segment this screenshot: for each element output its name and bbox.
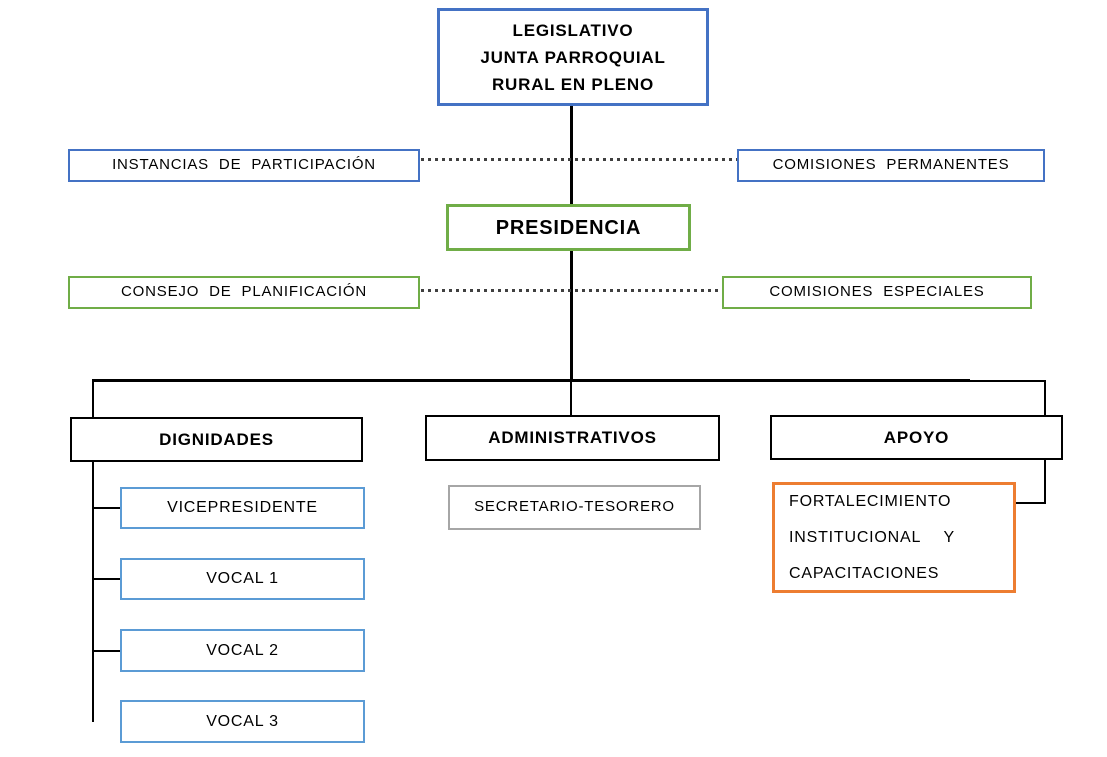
node-consejo-de-planificacion: CONSEJO DE PLANIFICACIÓN [68,276,420,309]
node-secretario-tesorero: SECRETARIO-TESORERO [448,485,701,530]
node-dignidades: DIGNIDADES [70,417,363,462]
node-vicepresidente: VICEPRESIDENTE [120,487,365,529]
connector-drop-administrativos [570,379,572,415]
node-instancias-de-participacion: INSTANCIAS DE PARTICIPACIÓN [68,149,420,182]
connector-branch-horizontal-thin [968,380,1046,382]
node-label: COMISIONES PERMANENTES [772,156,1010,174]
node-fortalecimiento-institucional: FORTALECIMIENTO INSTITUCIONAL Y CAPACITA… [772,482,1016,593]
connector-drop-dignidades [92,379,94,417]
node-vocal-1: VOCAL 1 [120,558,365,600]
node-vocal-3: VOCAL 3 [120,700,365,743]
node-label-line: RURAL EN PLENO [491,74,654,94]
connector-drop-apoyo [1044,380,1046,415]
node-label: DIGNIDADES [159,429,274,449]
node-label: APOYO [883,427,950,447]
node-label: INSTANCIAS DE PARTICIPACIÓN [112,156,376,174]
node-administrativos: ADMINISTRATIVOS [425,415,720,461]
connector-into-fortalecimiento [1016,502,1046,504]
connector-apoyo-down [1044,460,1046,504]
node-label-line: JUNTA PARROQUIAL [480,47,666,67]
connector-stub-vocal2 [94,650,120,652]
node-label: VOCAL 3 [206,712,279,730]
node-label: VICEPRESIDENTE [167,499,318,516]
node-label: ADMINISTRATIVOS [488,428,657,448]
connector-branch-horizontal [92,379,970,382]
node-label-line: INSTITUCIONAL Y [789,528,956,546]
node-label: SECRETARIO-TESORERO [474,498,675,516]
connector-dignidades-trunk [92,462,94,722]
node-vocal-2: VOCAL 2 [120,629,365,672]
dotted-connector-instancias-comisiones-permanentes [421,158,737,161]
connector-legislativo-presidencia [570,106,573,204]
connector-stub-vocal1 [94,578,120,580]
node-label: PRESIDENCIA [495,216,642,239]
dotted-connector-consejo-comisiones-especiales [421,289,722,292]
node-label: VOCAL 2 [206,641,279,659]
node-legislativo-junta-parroquial: LEGISLATIVO JUNTA PARROQUIAL RURAL EN PL… [437,8,709,106]
node-label: COMISIONES ESPECIALES [769,283,985,301]
connector-presidencia-branch [570,251,573,381]
node-label: VOCAL 1 [206,570,279,587]
node-label-line: LEGISLATIVO [512,20,634,40]
node-presidencia: PRESIDENCIA [446,204,691,251]
node-comisiones-permanentes: COMISIONES PERMANENTES [737,149,1045,182]
node-apoyo: APOYO [770,415,1063,460]
connector-stub-vicepresidente [94,507,120,509]
node-comisiones-especiales: COMISIONES ESPECIALES [722,276,1032,309]
node-label-line: FORTALECIMIENTO [789,492,952,510]
node-label: CONSEJO DE PLANIFICACIÓN [121,283,367,301]
node-label-line: CAPACITACIONES [789,564,940,582]
